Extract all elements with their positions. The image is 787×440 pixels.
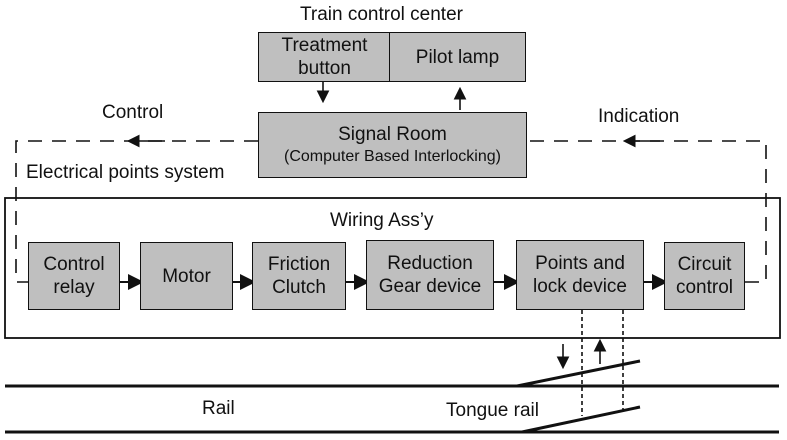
- control-center-title: Train control center: [300, 4, 463, 25]
- pilot-lamp-box: Pilot lamp: [389, 32, 526, 82]
- motor-box: Motor: [140, 242, 233, 310]
- control-relay-box: Control relay: [28, 242, 120, 310]
- circuit-control-box: Circuit control: [664, 242, 745, 310]
- tongue-rail-bottom: [521, 405, 641, 434]
- electrical-points-frame: [4, 197, 781, 339]
- points-system-title: Electrical points system: [26, 162, 225, 183]
- wiring-label: Wiring Ass’y: [330, 210, 434, 231]
- points-lock-box: Points and lock device: [516, 240, 644, 310]
- indication-label: Indication: [598, 106, 680, 127]
- friction-clutch-box: Friction Clutch: [252, 242, 346, 310]
- tongue-rail-label: Tongue rail: [446, 400, 539, 421]
- indication-line: [527, 140, 767, 283]
- treatment-button-box: Treatment button: [258, 32, 391, 82]
- tongue-rail-top: [516, 359, 641, 388]
- rail-label: Rail: [202, 398, 235, 419]
- signal-room-box: Signal Room (Computer Based Interlocking…: [258, 112, 527, 178]
- reduction-gear-box: Reduction Gear device: [366, 240, 494, 310]
- control-label: Control: [102, 102, 164, 123]
